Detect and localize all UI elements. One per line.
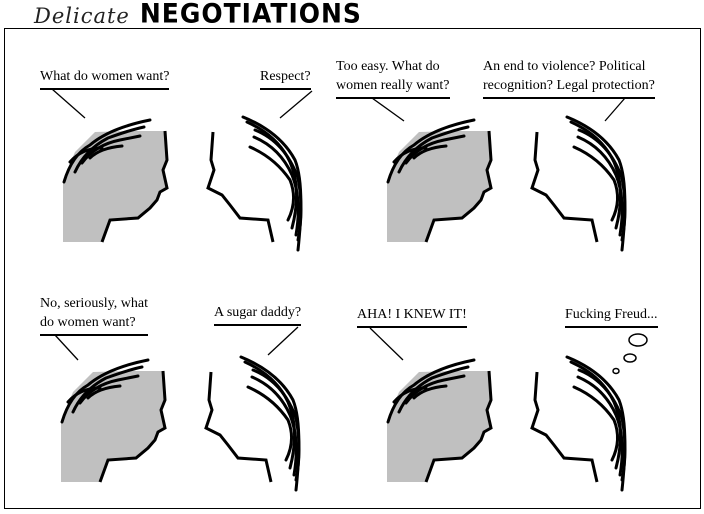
speech-p2-right: An end to violence? Political recognition… <box>483 57 655 99</box>
comic-frame <box>4 28 701 509</box>
speech-p3-right: A sugar daddy? <box>214 303 302 326</box>
thought-bubbles <box>612 333 648 375</box>
speech-p1-left: What do women want? <box>40 67 170 90</box>
speech-text: women really want? <box>336 78 450 93</box>
speech-text: Too easy. What do <box>336 59 440 74</box>
title-main: NEGOTIATIONS <box>139 0 362 29</box>
speech-text: No, seriously, what <box>40 296 148 311</box>
speech-text: recognition? Legal protection? <box>483 78 655 93</box>
panel-2-heads <box>385 115 627 252</box>
comic-title: Delicate NEGOTIATIONS <box>34 0 362 29</box>
speech-p3-left: No, seriously, what do women want? <box>40 294 148 336</box>
speech-p4-left: AHA! I KNEW IT! <box>357 305 467 328</box>
speech-p2-left: Too easy. What do women really want? <box>336 57 450 99</box>
panel-1-heads <box>61 115 303 252</box>
speech-text: Respect? <box>260 69 311 84</box>
speech-tails <box>51 88 626 361</box>
speech-text: An end to violence? Political <box>483 59 646 74</box>
speech-text: do women want? <box>40 315 136 330</box>
thought-p4-right: Fucking Freud... <box>565 305 658 328</box>
speech-text: Fucking Freud... <box>565 307 658 322</box>
panel-3-heads <box>59 355 301 492</box>
speech-text: A sugar daddy? <box>214 305 302 320</box>
panel-4-heads <box>385 355 627 492</box>
speech-text: What do women want? <box>40 69 170 84</box>
speech-p1-right: Respect? <box>260 67 311 90</box>
title-script: Delicate <box>34 4 130 28</box>
speech-text: AHA! I KNEW IT! <box>357 307 467 322</box>
